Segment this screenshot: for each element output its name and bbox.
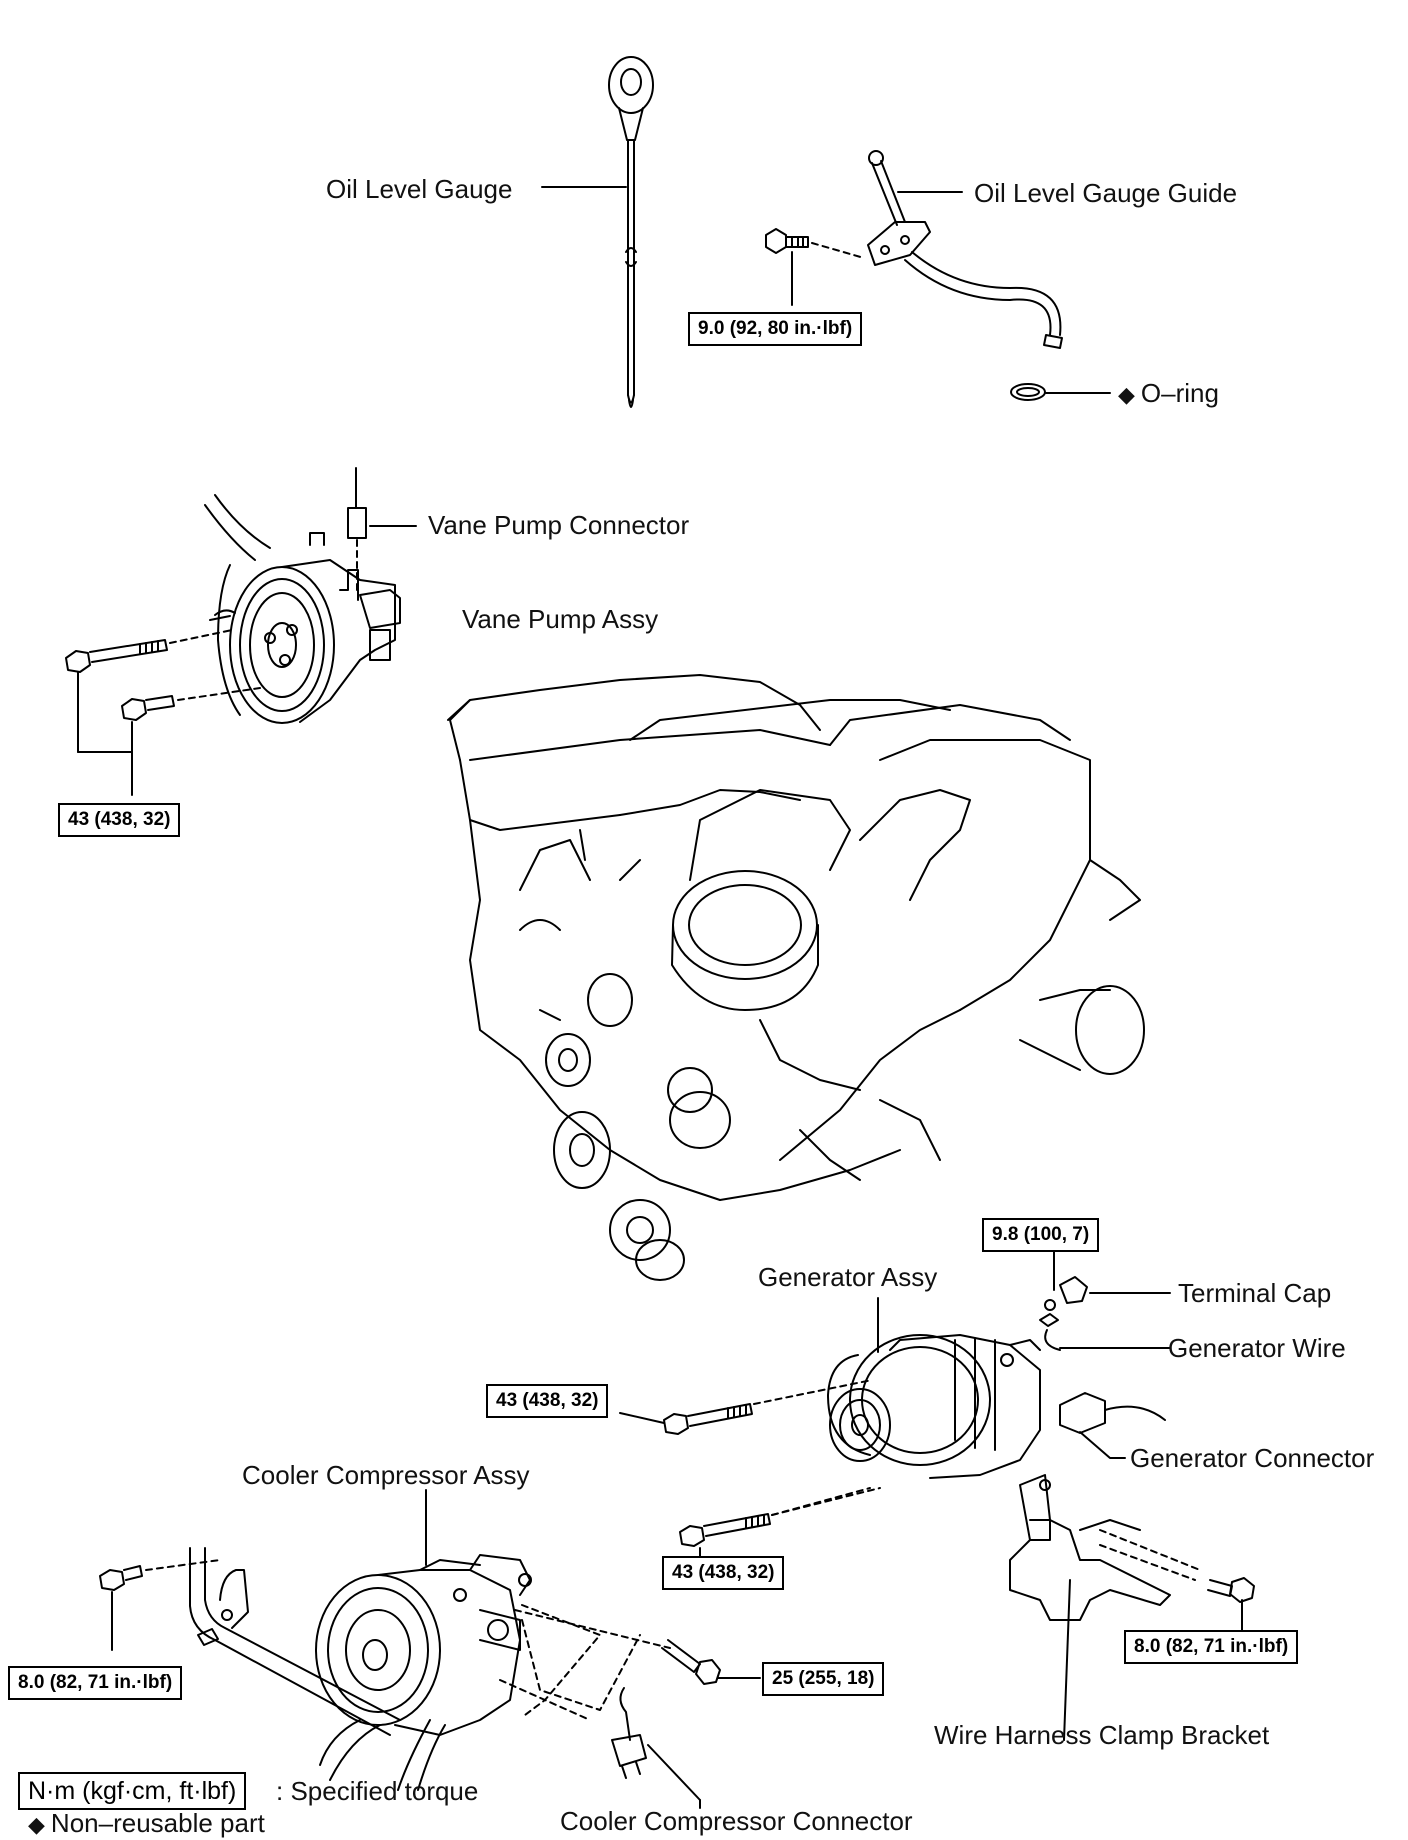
diamond-icon: ◆ — [1118, 382, 1135, 407]
torque-box-pipe-clamp-bolt: 8.0 (82, 71 in.·lbf) — [8, 1666, 183, 1700]
label-generator-connector: Generator Connector — [1130, 1443, 1375, 1473]
label-cooler-compressor-connector: Cooler Compressor Connector — [560, 1806, 913, 1836]
label-terminal-cap: Terminal Cap — [1178, 1278, 1332, 1308]
label-generator-wire: Generator Wire — [1168, 1333, 1346, 1363]
label-vane-pump-assy: Vane Pump Assy — [462, 604, 659, 634]
legend-non-reusable: ◆Non–reusable part — [28, 1808, 265, 1840]
torque-box-guide-bolt: 9.0 (92, 80 in.·lbf) — [688, 312, 863, 346]
cooler-compressor-drawing — [99, 1489, 761, 1809]
wire-harness-clamp-bracket-drawing — [1009, 1474, 1255, 1741]
torque-box-compressor-bolt: 25 (255, 18) — [762, 1662, 885, 1696]
o-ring-text: O–ring — [1140, 378, 1219, 408]
torque-box-terminal-nut: 9.8 (100, 7) — [982, 1218, 1100, 1252]
torque-box-bracket-bolt: 8.0 (82, 71 in.·lbf) — [1124, 1630, 1299, 1664]
torque-box-generator-lower: 43 (438, 32) — [662, 1556, 785, 1590]
oil-level-gauge-guide-drawing — [765, 150, 1111, 401]
torque-box-generator-upper: 43 (438, 32) — [486, 1384, 609, 1418]
label-o-ring: ◆O–ring — [1118, 378, 1219, 410]
label-cooler-compressor-assy: Cooler Compressor Assy — [242, 1460, 530, 1490]
label-generator-assy: Generator Assy — [758, 1262, 938, 1292]
legend-specified-torque: : Specified torque — [276, 1776, 479, 1806]
label-wire-harness-clamp-bracket: Wire Harness Clamp Bracket — [934, 1720, 1270, 1750]
non-reusable-text: Non–reusable part — [50, 1808, 265, 1838]
oil-level-gauge-drawing — [541, 56, 654, 408]
engine-drawing — [447, 674, 1145, 1281]
label-oil-level-gauge: Oil Level Gauge — [326, 174, 513, 204]
generator-drawing — [619, 1251, 1171, 1573]
legend-unit-box: N·m (kgf·cm, ft·lbf) — [18, 1772, 247, 1810]
label-vane-pump-connector: Vane Pump Connector — [428, 510, 690, 540]
vane-pump-drawing — [65, 467, 417, 796]
label-oil-level-gauge-guide: Oil Level Gauge Guide — [974, 178, 1238, 208]
diamond-icon: ◆ — [28, 1812, 45, 1837]
torque-box-vane-pump: 43 (438, 32) — [58, 803, 181, 837]
